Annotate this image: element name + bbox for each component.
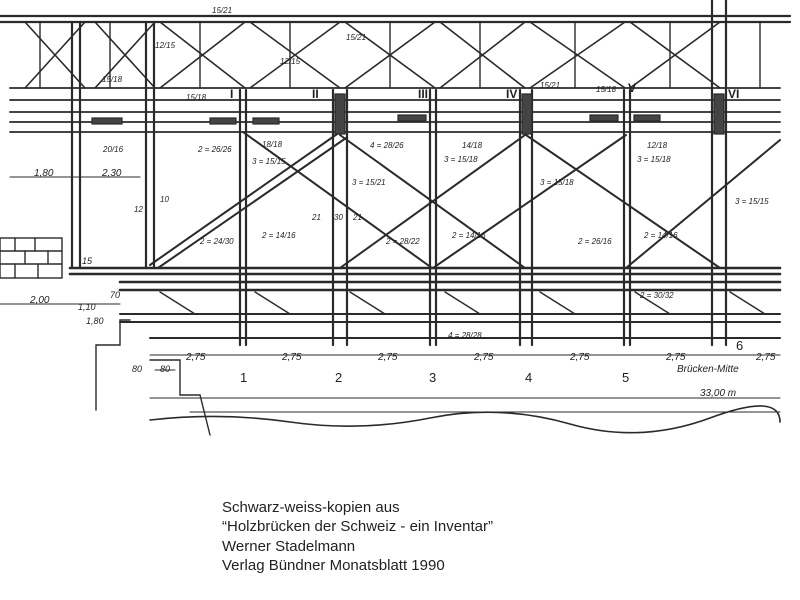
- member-label: 12/15: [280, 57, 301, 66]
- top-chord: [0, 14, 792, 24]
- caption-line-publisher: Verlag Bündner Monatsblatt 1990: [222, 557, 445, 574]
- bay-spacing-label: 2,75: [569, 352, 590, 363]
- member-label: 2 = 26/26: [197, 145, 232, 154]
- member-label: 3 = 15/18: [540, 178, 574, 187]
- upper-post-label: I: [230, 87, 233, 101]
- caption-line-book-title: “Holzbrücken der Schweiz - ein Inventar”: [222, 518, 493, 535]
- dimension-label: 10: [160, 195, 169, 204]
- dimension-label: 2,00: [29, 295, 50, 306]
- riverbed: [149, 405, 781, 434]
- dimension-label: 21: [352, 213, 362, 222]
- bay-spacing-label: 2,75: [377, 352, 398, 363]
- dimension-label: 15: [82, 256, 93, 266]
- member-label: 2 = 14/16: [261, 231, 296, 240]
- dimension-label: 21: [311, 213, 321, 222]
- lower-post-label: 5: [622, 370, 629, 385]
- dimension-label: 12: [134, 205, 143, 214]
- member-label: 3 = 15/18: [444, 155, 478, 164]
- main-posts: [70, 0, 728, 347]
- member-label: 15/18: [596, 85, 617, 94]
- member-label: 14/18: [462, 141, 483, 150]
- member-label: 2 = 14/16: [451, 231, 486, 240]
- member-label: 20/16: [102, 145, 124, 154]
- lower-post-label: 2: [335, 370, 342, 385]
- caption-line-author: Werner Stadelmann: [222, 538, 356, 555]
- member-label: 2 = 24/30: [199, 237, 234, 246]
- member-label: 12/18: [647, 141, 668, 150]
- upper-post-label: IV: [506, 87, 517, 101]
- member-label: 15/21: [346, 33, 366, 42]
- lower-post-label: 1: [240, 370, 247, 385]
- upper-posts-small: [39, 21, 761, 89]
- member-label: 2 = 28/22: [385, 237, 420, 246]
- lower-post-label: 6: [736, 338, 743, 353]
- dimension-lines: [0, 176, 781, 399]
- total-span-label: 33,00 m: [700, 388, 736, 399]
- upper-rails: [9, 87, 781, 133]
- member-label: 12/15: [155, 41, 176, 50]
- midspan-label: Brücken-Mitte: [677, 364, 739, 375]
- member-label: 3 = 15/15: [252, 157, 286, 166]
- dimension-label: 30: [334, 213, 343, 222]
- member-label: 2 = 14/16: [643, 231, 678, 240]
- dimension-label: 80: [132, 364, 142, 374]
- bay-spacing-label: 2,75: [473, 352, 494, 363]
- member-label: 2 = 30/32: [639, 291, 674, 300]
- caption-line-source: Schwarz-weiss-kopien aus: [222, 499, 400, 516]
- connection-plates: [91, 93, 725, 135]
- member-label: 4 = 28/26: [370, 141, 404, 150]
- upper-post-label: VI: [728, 87, 739, 101]
- lower-bracing: [159, 291, 766, 315]
- lower-post-label: 4: [525, 370, 532, 385]
- bay-spacing-label: 2,75: [665, 352, 686, 363]
- member-label: 3 = 15/18: [637, 155, 671, 164]
- member-label: 4 = 28/28: [448, 331, 482, 340]
- member-label: 2 = 26/16: [577, 237, 612, 246]
- dimension-label: 1,80: [86, 316, 104, 326]
- member-label: 15/18: [102, 75, 123, 84]
- member-label: 18/18: [262, 140, 283, 149]
- bay-spacing-label: 2,75: [185, 352, 206, 363]
- main-bracing: [149, 131, 781, 269]
- abutment-masonry: [0, 237, 211, 436]
- member-label: 3 = 15/15: [735, 197, 769, 206]
- upper-post-label: II: [312, 87, 319, 101]
- deck-beams: [68, 266, 782, 292]
- upper-bracing: [24, 21, 721, 89]
- bay-spacing-label: 2,75: [755, 352, 776, 363]
- dimension-label: 70: [110, 290, 120, 300]
- dimension-label: 2,30: [101, 168, 122, 179]
- upper-post-label: V: [628, 81, 636, 95]
- dimension-label: 1,80: [34, 168, 54, 179]
- member-label: 15/21: [540, 81, 560, 90]
- member-label: 15/18: [186, 93, 207, 102]
- lower-post-label: 3: [429, 370, 436, 385]
- member-label: 3 = 15/21: [352, 178, 386, 187]
- bridge-elevation-drawing: I II III IV V VI 1 2 3 4 5 6 2,75 2,75 2…: [0, 0, 792, 436]
- dimension-label: 80: [160, 364, 170, 374]
- bay-spacing-label: 2,75: [281, 352, 302, 363]
- upper-post-label: III: [418, 87, 428, 101]
- member-label: 15/21: [212, 6, 232, 15]
- dimension-label: 1,10: [78, 302, 96, 312]
